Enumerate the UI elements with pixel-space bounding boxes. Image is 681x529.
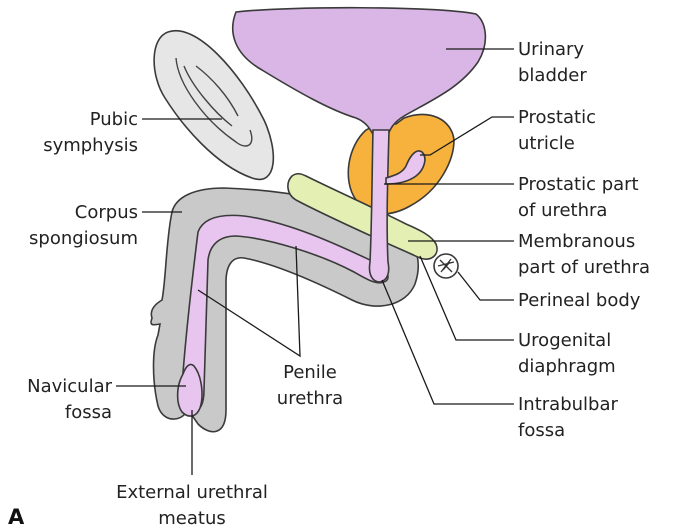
label-corpus-spongiosum-line1: Corpus [75,202,138,223]
prostate [348,114,454,214]
label-membranous-part-line1: Membranous [518,231,635,252]
label-urinary-bladder-line1: Urinary [518,39,584,60]
label-pubic-symphysis-line2: symphysis [43,135,138,156]
label-prostatic-part-line2: of urethra [518,200,607,221]
label-navicular-fossa-line2: fossa [65,402,112,423]
urinary-bladder [233,8,486,140]
label-prostatic-part-line1: Prostatic part [518,174,639,195]
label-urinary-bladder-line2: bladder [518,65,587,86]
label-urogenital-diaphragm-line1: Urogenital [518,330,611,351]
label-prostatic-utricle-line1: Prostatic [518,107,596,128]
label-penile-urethra-line2: urethra [277,388,343,409]
label-perineal-body: Perineal body [518,290,641,311]
label-external-urethral-meatus-line1: External urethral [116,482,268,503]
panel-letter: A [8,505,25,529]
label-prostatic-utricle-line2: utricle [518,133,575,154]
label-membranous-part-line2: part of urethra [518,257,650,278]
label-corpus-spongiosum-line2: spongiosum [29,228,138,249]
label-urogenital-diaphragm-line2: diaphragm [518,356,616,377]
perineal-body [434,254,458,278]
label-pubic-symphysis-line1: Pubic [90,109,138,130]
label-intrabulbar-fossa-line1: Intrabulbar [518,394,618,415]
label-navicular-fossa-line1: Navicular [27,376,112,397]
label-penile-urethra-line1: Penile [283,362,337,383]
label-intrabulbar-fossa-line2: fossa [518,420,565,441]
prostatic-urethra [369,130,389,282]
label-external-urethral-meatus-line2: meatus [158,508,225,529]
